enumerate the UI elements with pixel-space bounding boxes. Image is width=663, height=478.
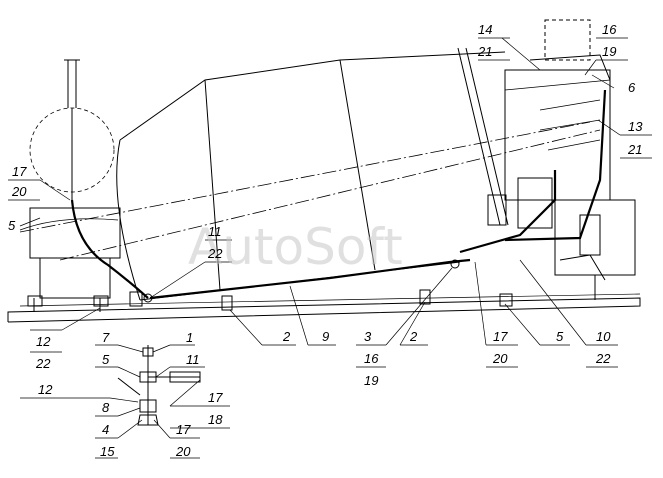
callout-19-b: 19 <box>364 373 378 388</box>
rear-support <box>19 199 153 312</box>
callout-12-b: 12 <box>38 382 53 397</box>
front-frame <box>457 19 636 300</box>
callout-3: 3 <box>364 329 372 344</box>
callout-10: 10 <box>596 329 611 344</box>
callout-19: 19 <box>602 44 616 59</box>
callout-16-b: 16 <box>364 351 379 366</box>
callout-11: 11 <box>208 224 222 239</box>
callout-8: 8 <box>102 400 110 415</box>
callout-5: 5 <box>8 218 16 233</box>
leader-lines <box>8 37 652 459</box>
rear-hopper <box>29 59 115 200</box>
callout-20-c: 20 <box>175 444 191 459</box>
callout-17-c: 17 <box>208 390 223 405</box>
callout-1: 1 <box>186 330 193 345</box>
callout-6: 6 <box>628 80 636 95</box>
callout-17: 17 <box>12 164 27 179</box>
callout-22-c: 22 <box>595 351 611 366</box>
callout-5-b: 5 <box>556 329 564 344</box>
callout-13: 13 <box>628 119 643 134</box>
callout-21: 21 <box>477 44 492 59</box>
watermark-text: AutoSoft <box>188 218 403 276</box>
callout-20: 20 <box>11 184 27 199</box>
callout-16: 16 <box>602 22 617 37</box>
callout-2-b: 2 <box>409 329 418 344</box>
callout-22: 22 <box>207 246 223 261</box>
callout-21-b: 21 <box>627 142 642 157</box>
callout-18: 18 <box>208 412 223 427</box>
callout-7: 7 <box>102 330 110 345</box>
callout-17-d: 17 <box>176 422 191 437</box>
callout-11-b: 11 <box>186 352 200 367</box>
callout-17-b: 17 <box>493 329 508 344</box>
water-hose <box>149 258 513 311</box>
callout-20-b: 20 <box>492 351 508 366</box>
callout-9: 9 <box>322 329 329 344</box>
callout-5-c: 5 <box>102 352 110 367</box>
chassis-frame <box>7 293 641 323</box>
callout-4: 4 <box>102 422 109 437</box>
callout-15: 15 <box>100 444 115 459</box>
callout-labels: 14 21 16 19 6 13 21 17 20 5 11 22 12 22 … <box>8 22 643 459</box>
callout-14: 14 <box>478 22 492 37</box>
callout-2: 2 <box>282 329 291 344</box>
callout-22-b: 22 <box>35 356 51 371</box>
callout-12: 12 <box>36 334 51 349</box>
